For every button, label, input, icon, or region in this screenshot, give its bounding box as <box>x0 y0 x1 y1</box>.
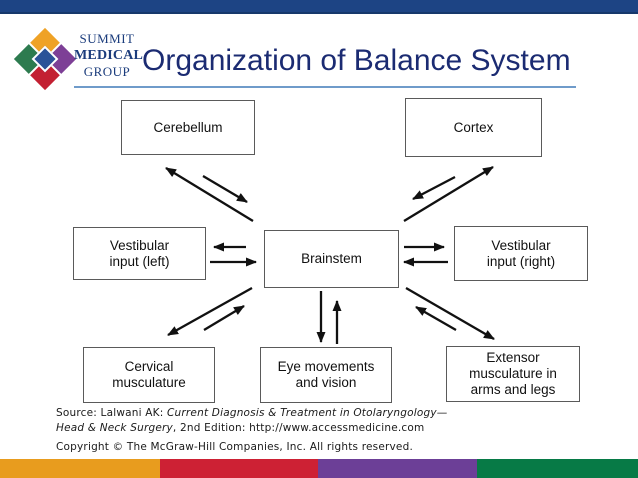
source-line: Source: Lalwani AK: Current Diagnosis & … <box>56 406 616 436</box>
node-label-line: Eye movements <box>277 359 375 374</box>
node-label-line: Vestibular <box>109 237 170 253</box>
node-label-line: input (left) <box>109 253 170 269</box>
logo-line-group: GROUP <box>83 64 131 79</box>
node-label: Brainstem <box>301 251 362 266</box>
logo-wordmark: SUMMIT MEDICAL GROUP <box>74 31 144 80</box>
node-label-line: and vision <box>295 375 357 390</box>
band-segment-orange <box>0 459 160 478</box>
arrow-brainstem-to-extensor <box>405 287 495 340</box>
node-cerebellum: Cerebellum <box>121 100 255 155</box>
band-segment-purple <box>318 459 477 478</box>
node-label-line: Cervical <box>124 359 174 374</box>
arrow-brainstem-to-cervical <box>167 286 253 337</box>
node-vestibular-input-left: Vestibular input (left) <box>73 227 206 280</box>
arrow-cervical-to-brainstem <box>203 305 245 331</box>
node-label: Cortex <box>453 119 494 135</box>
logo-line-summit: SUMMIT <box>79 31 135 46</box>
top-accent-bar <box>0 0 638 14</box>
arrow-cortex-to-brainstem <box>412 175 456 201</box>
arrow-brainstem-to-cerebellum <box>165 167 254 222</box>
node-label-line: Extensor <box>486 350 540 365</box>
page-title: Organization of Balance System <box>142 44 571 77</box>
source-suffix: , 2nd Edition: http://www.accessmedicine… <box>172 422 425 434</box>
copyright-line: Copyright © The McGraw-Hill Companies, I… <box>56 441 413 453</box>
node-vestibular-input-right: Vestibular input (right) <box>454 226 588 281</box>
arrow-cerebellum-to-brainstem <box>202 175 248 203</box>
node-label-line: Vestibular <box>491 237 551 253</box>
arrow-extensor-to-brainstem <box>415 306 457 331</box>
node-cortex: Cortex <box>405 98 542 157</box>
node-label: Cerebellum <box>153 119 223 135</box>
node-eye-movements-vision: Eye movements and vision <box>260 347 392 403</box>
title-underline <box>74 86 576 88</box>
logo-line-medical: MEDICAL <box>74 48 144 63</box>
node-label-line: arms and legs <box>470 382 556 397</box>
source-prefix: Source: Lalwani AK: <box>56 407 168 419</box>
source-book-title-part2: Head & Neck Surgery <box>56 422 173 434</box>
arrow-brainstem-to-cortex <box>403 166 494 222</box>
figure-credits: Source: Lalwani AK: Current Diagnosis & … <box>56 406 616 455</box>
band-segment-green <box>477 459 638 478</box>
source-book-title-part1: Current Diagnosis & Treatment in Otolary… <box>167 407 448 419</box>
node-cervical-musculature: Cervical musculature <box>83 347 215 403</box>
bottom-accent-band <box>0 459 638 478</box>
node-label-line: musculature <box>112 375 186 390</box>
node-label-line: musculature in <box>469 366 557 381</box>
band-segment-red <box>160 459 318 478</box>
node-label-line: input (right) <box>486 253 556 269</box>
node-brainstem: Brainstem <box>264 230 399 288</box>
node-extensor-musculature: Extensor musculature in arms and legs <box>446 346 580 402</box>
